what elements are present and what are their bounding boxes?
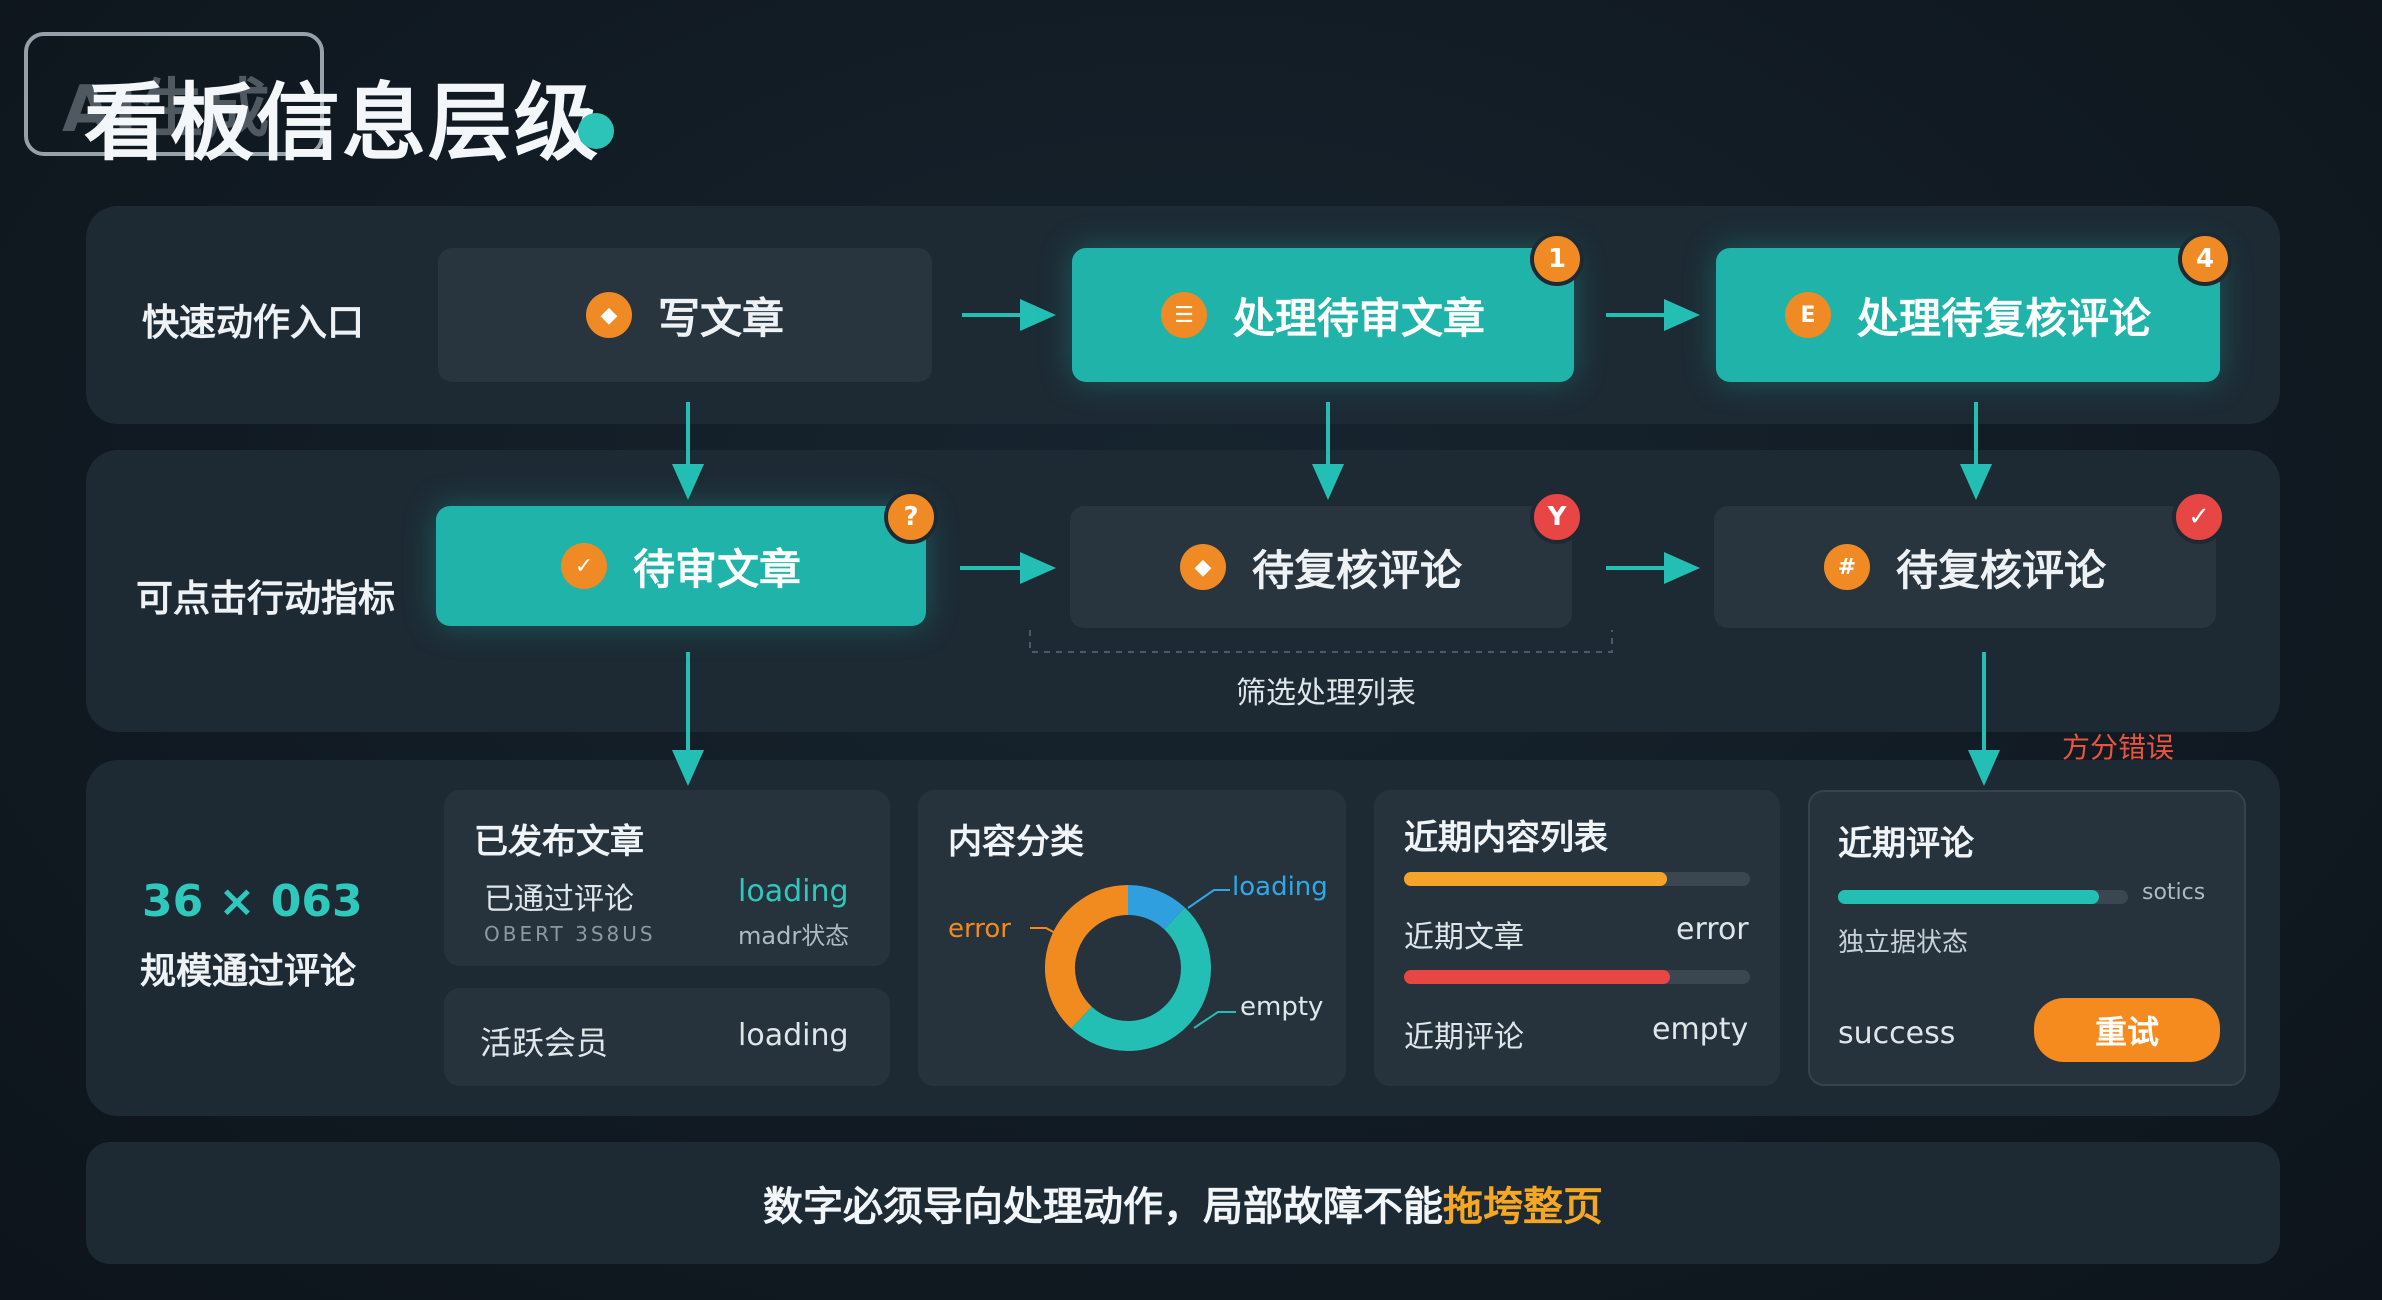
filter-bracket [1029, 630, 1613, 653]
published-faint-status: madr状态 [738, 922, 850, 950]
recent-comments-bar-caption: sotics [2142, 880, 2206, 905]
review-articles-button[interactable]: ☰ 处理待审文章 [1072, 248, 1574, 382]
active-members-status: loading [738, 1018, 849, 1053]
recent-comment-bar-track [1404, 970, 1750, 984]
pending-comments-label-1: 待复核评论 [1251, 545, 1462, 595]
published-articles-card[interactable]: 已发布文章 已通过评论 loading OBERT 3S8US madr状态 [444, 790, 890, 966]
edit-icon: E [1784, 292, 1831, 338]
grid-icon: # [1823, 544, 1870, 590]
diamond-icon: ◆ [1179, 544, 1226, 590]
content-category-card[interactable]: 内容分类 loading error empty [918, 790, 1346, 1086]
approved-comments-status: loading [738, 874, 849, 909]
active-members-card[interactable]: 活跃会员 loading [444, 988, 890, 1086]
error-annotation: 方分错误 [2062, 731, 2175, 764]
pending-comments-badge-2: ✓ [2172, 490, 2226, 544]
check-icon: ✓ [560, 543, 607, 589]
filter-list-label: 筛选处理列表 [1236, 676, 1416, 711]
donut-label-loading: loading [1232, 872, 1328, 902]
write-article-label: 写文章 [657, 293, 784, 343]
pending-comments-metric-1[interactable]: ◆ 待复核评论 [1070, 506, 1572, 628]
page-title: 看板信息层级 [84, 74, 601, 172]
approved-comments-label: 已通过评论 [484, 882, 634, 917]
independent-status-label: 独立据状态 [1838, 928, 1969, 958]
recent-comments-title: 近期评论 [1838, 824, 1974, 864]
recent-comments-card[interactable]: 近期评论 sotics 独立据状态 success 重试 [1808, 790, 2246, 1086]
retry-button[interactable]: 重试 [2034, 998, 2220, 1062]
pending-comments-badge-1: Y [1530, 490, 1584, 544]
ghost-title-badge: AI生成 [24, 32, 324, 156]
recent-article-bar [1404, 872, 1667, 886]
category-donut-chart [1030, 885, 1236, 1051]
recent-content-card[interactable]: 近期内容列表 近期文章 error 近期评论 empty [1374, 790, 1780, 1086]
published-faint-caption: OBERT 3S8US [484, 922, 656, 946]
review-comments-count-badge: 4 [2178, 232, 2232, 286]
row-label-quick-actions: 快速动作入口 [142, 301, 364, 344]
review-articles-label: 处理待审文章 [1232, 293, 1485, 343]
recent-comment-status: empty [1652, 1012, 1749, 1047]
donut-slice-empty [1071, 907, 1211, 1051]
write-article-button[interactable]: ◆ 写文章 [438, 248, 932, 382]
recent-comment-bar [1404, 970, 1670, 984]
review-comments-button[interactable]: E 处理待复核评论 [1716, 248, 2220, 382]
pending-articles-metric[interactable]: ✓ 待审文章 [436, 506, 926, 626]
review-icon: ☰ [1160, 292, 1207, 338]
ghost-badge-text: AI生成 [62, 73, 272, 147]
donut-label-empty: empty [1240, 992, 1324, 1022]
recent-comment-label: 近期评论 [1404, 1020, 1524, 1055]
title-dot-icon [578, 113, 614, 149]
leader-loading [1187, 889, 1230, 909]
recent-comments-bar [1838, 890, 2099, 904]
bottom-note-prefix: 数字必须导向处理动作，局部故障不能 [763, 1184, 1443, 1230]
recent-comments-bar-track [1838, 890, 2128, 904]
leader-error [1030, 927, 1069, 941]
review-articles-count-badge: 1 [1530, 232, 1584, 286]
recent-article-status: error [1676, 912, 1749, 947]
review-comments-label: 处理待复核评论 [1856, 293, 2151, 343]
diamond-icon: ◆ [585, 292, 632, 338]
row-label-metrics: 可点击行动指标 [136, 577, 395, 620]
recent-article-bar-track [1404, 872, 1750, 886]
active-members-label: 活跃会员 [480, 1024, 609, 1062]
donut-slice-error [1045, 885, 1129, 1029]
leader-empty [1193, 1011, 1236, 1029]
recent-content-title: 近期内容列表 [1404, 818, 1608, 858]
donut-slice-loading [1127, 885, 1185, 930]
content-category-title: 内容分类 [948, 822, 1084, 862]
row-label-scale-value: 36 × 063 [142, 876, 363, 927]
donut-label-error: error [948, 914, 1011, 944]
pending-comments-label-2: 待复核评论 [1895, 545, 2106, 595]
success-status: success [1838, 1016, 1956, 1051]
pending-articles-badge: ? [884, 490, 938, 544]
row-label-scale-sub: 规模通过评论 [140, 951, 357, 992]
recent-article-label: 近期文章 [1404, 920, 1524, 955]
bottom-note: 数字必须导向处理动作，局部故障不能拖垮整页 [86, 1142, 2280, 1264]
bottom-note-highlight: 拖垮整页 [1443, 1184, 1603, 1230]
pending-articles-label: 待审文章 [632, 544, 801, 594]
published-articles-title: 已发布文章 [474, 822, 644, 862]
pending-comments-metric-2[interactable]: # 待复核评论 [1714, 506, 2216, 628]
